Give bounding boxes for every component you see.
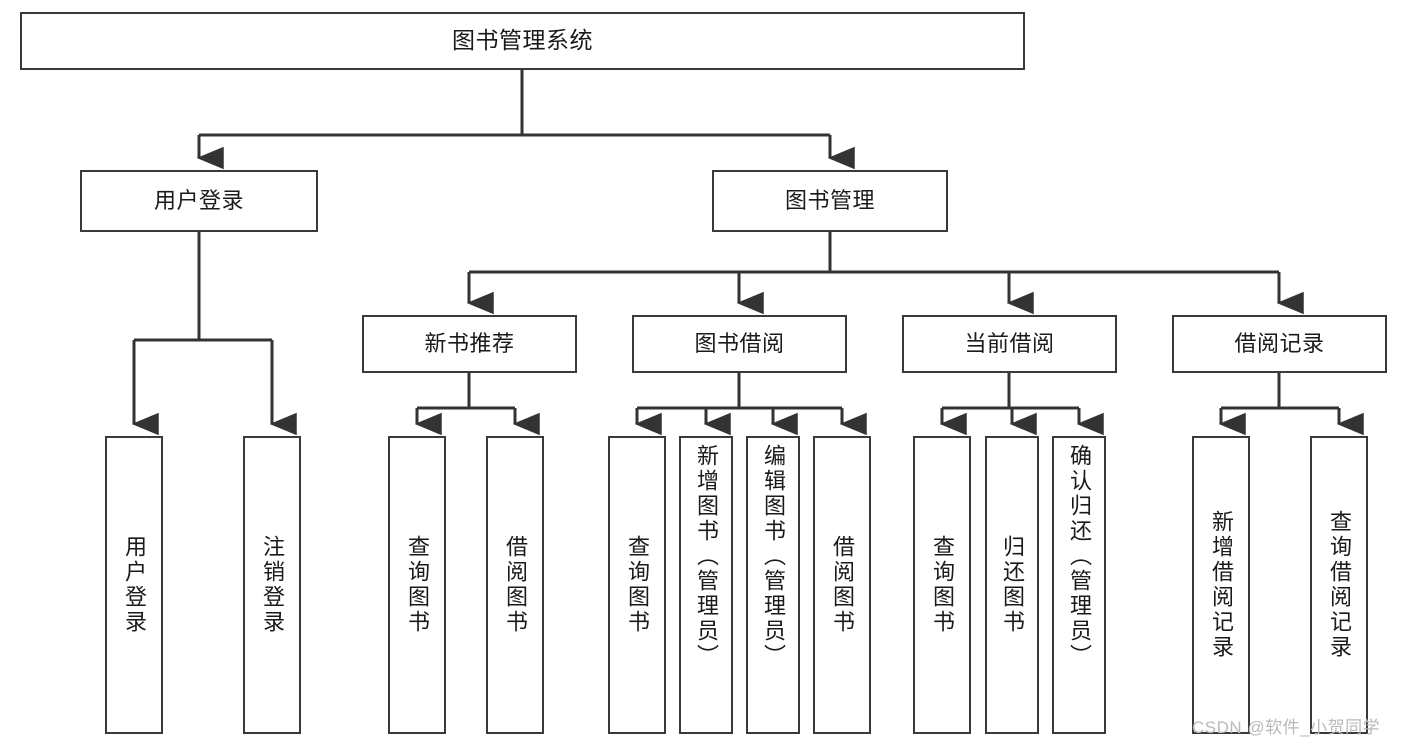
node-root-图书管理系统[interactable]: 图书管理系统 [20, 12, 1025, 70]
node-leaf-confirm-return-admin[interactable]: 确认归还（管理员） [1052, 436, 1106, 734]
node-leaf-query-borrow-record[interactable]: 查询借阅记录 [1310, 436, 1368, 734]
node-leaf-borrow-book[interactable]: 借阅图书 [813, 436, 871, 734]
node-book-manage[interactable]: 图书管理 [712, 170, 948, 232]
node-leaf-user-login[interactable]: 用户登录 [105, 436, 163, 734]
node-borrow-record[interactable]: 借阅记录 [1172, 315, 1387, 373]
node-book-borrow[interactable]: 图书借阅 [632, 315, 847, 373]
node-new-book-rec[interactable]: 新书推荐 [362, 315, 577, 373]
node-leaf-return-book[interactable]: 归还图书 [985, 436, 1039, 734]
node-leaf-logout[interactable]: 注销登录 [243, 436, 301, 734]
node-leaf-query-book-current[interactable]: 查询图书 [913, 436, 971, 734]
node-leaf-query-book-rec[interactable]: 查询图书 [388, 436, 446, 734]
node-leaf-borrow-book-rec[interactable]: 借阅图书 [486, 436, 544, 734]
node-leaf-add-borrow-record[interactable]: 新增借阅记录 [1192, 436, 1250, 734]
node-user-login[interactable]: 用户登录 [80, 170, 318, 232]
node-leaf-edit-book-admin[interactable]: 编辑图书（管理员） [746, 436, 800, 734]
node-leaf-add-book-admin[interactable]: 新增图书（管理员） [679, 436, 733, 734]
node-leaf-query-book-borrow[interactable]: 查询图书 [608, 436, 666, 734]
node-current-borrow[interactable]: 当前借阅 [902, 315, 1117, 373]
